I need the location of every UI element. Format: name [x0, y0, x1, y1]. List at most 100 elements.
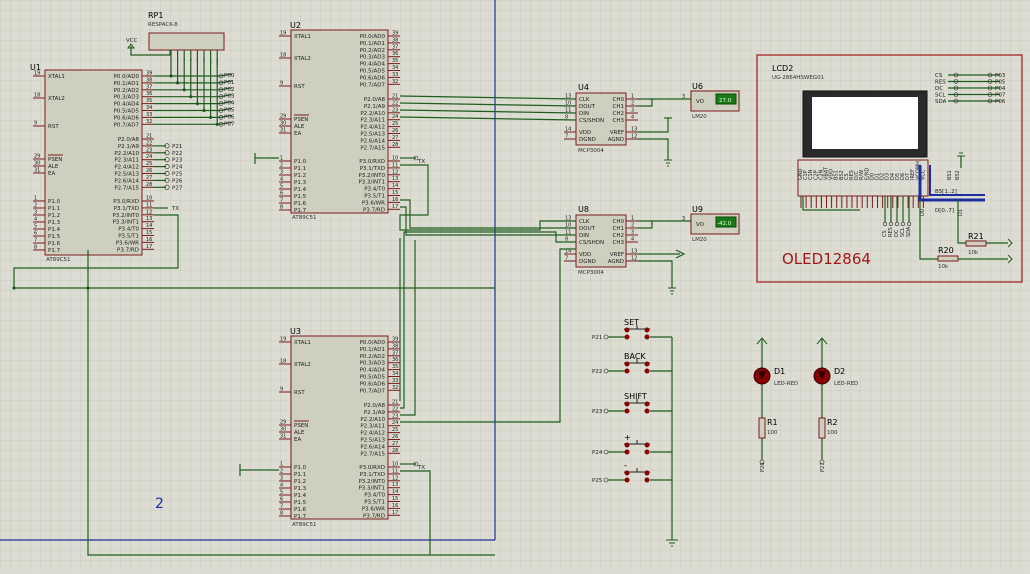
u9-ref: U9: [692, 205, 703, 214]
u1-pin-name: P1.1: [48, 206, 60, 212]
lcd-pin-name: VCC: [920, 169, 926, 180]
u3-pin-name: EA: [294, 437, 301, 443]
u2-pin-name: EA: [294, 131, 301, 137]
button-contact: [624, 368, 630, 374]
u3-pin-num: 14: [392, 489, 398, 495]
u1-pin-num: 13: [146, 216, 152, 222]
u2-pin-num: 16: [392, 197, 398, 203]
adc-pin-name: VDD: [579, 130, 591, 136]
u6-sensor[interactable]: U6 VO 27.0 LM20 3: [682, 82, 740, 120]
u1-pin-name: P1.6: [48, 241, 61, 247]
u3-pin-name: P1.4: [294, 493, 307, 499]
p2-net-label: P23: [172, 158, 183, 164]
net-terminal: [218, 101, 224, 106]
u3-ref: U3: [290, 327, 301, 336]
u3-pin-num: 27: [392, 441, 398, 447]
u2-mcu[interactable]: U2 19XTAL118XTAL29RST29PSEN30ALE31EA1P1.…: [279, 21, 425, 221]
adc-pin-num: 8: [565, 237, 568, 243]
u1-pin-num: 34: [146, 105, 152, 111]
p0-stub: [219, 73, 233, 77]
wire: [802, 196, 860, 211]
u1-pin-name: RST: [48, 124, 59, 130]
u2-pin-name: P3.6/WR: [362, 200, 385, 206]
button-contact: [644, 327, 650, 333]
u8-adc[interactable]: U8 13CLK10DOUT11DIN8CS/SHDN14VDD7DGND1CH…: [564, 205, 638, 276]
lcd-pin-name: D1: [875, 173, 881, 180]
led-ref: D1: [774, 367, 785, 376]
button-net-label: P22: [592, 369, 602, 375]
button-4[interactable]: P24+: [592, 433, 672, 456]
button-contact: [644, 477, 650, 483]
wire: [400, 199, 576, 229]
u3-pin-num: 5: [280, 490, 283, 496]
button-contact: [644, 442, 650, 448]
u1-pin-num: 27: [146, 175, 152, 181]
rp1-body: [148, 32, 225, 51]
u2-pin-num: 32: [392, 79, 398, 85]
u1-pin-name: P0.2/AD2: [114, 88, 139, 94]
u1-pin-num: 3: [34, 210, 37, 216]
p2-net-label: P24: [172, 165, 183, 171]
u3-pin-num: 19: [280, 337, 286, 343]
u3-pin-num: 33: [392, 378, 398, 384]
bus-label: D[0..7]: [935, 208, 954, 214]
u2-pin-name: P0.0/AD0: [360, 34, 386, 40]
u3-pin-name: P1.6: [294, 507, 307, 513]
wire: [638, 260, 673, 288]
u3-pin-num: 3: [280, 476, 283, 482]
lcd-pin-name: C1N: [808, 169, 814, 180]
u3-pin-num: 28: [392, 448, 398, 454]
u3-pin-num: 11: [392, 468, 398, 474]
p0-stub: [219, 94, 233, 98]
u1-pin-num: 28: [146, 182, 152, 188]
u3-pin-num: 6: [280, 497, 283, 503]
u1-pin-name: EA: [48, 171, 55, 177]
button-contact: [624, 408, 630, 414]
u3-mcu[interactable]: U3 19XTAL118XTAL29RST29PSEN30ALE31EA1P1.…: [279, 327, 425, 528]
u4-adc[interactable]: U4 13CLK10DOUT11DIN8CS/SHDN14VDD7DGND1CH…: [564, 83, 638, 154]
p0-stub: [219, 87, 233, 91]
adc-pin-name: VREF: [610, 130, 624, 136]
u1-pin-name: P3.3/INT1: [112, 220, 139, 226]
bus-label: BS[1..2]: [935, 189, 957, 195]
u3-pin-name: P2.1/A9: [364, 410, 386, 416]
button-5[interactable]: P25-: [592, 461, 672, 484]
u1-pin-num: 25: [146, 161, 152, 167]
adc-pin-num: 11: [565, 108, 571, 114]
wire: [87, 250, 495, 556]
u1-mcu[interactable]: U1 19XTAL118XTAL29RST29PSEN30ALE31EA1P1.…: [30, 63, 154, 263]
u1-pin-name: P1.4: [48, 227, 61, 233]
u1-pin-name: P3.7/RD: [117, 247, 139, 253]
lcd-signal-label: CS: [935, 73, 943, 79]
net-terminal: [164, 143, 170, 149]
lcd-pin-name: D/C: [854, 170, 860, 180]
u1-pin-name: PSEN: [48, 157, 62, 163]
adc-pin-num: 7: [565, 256, 568, 262]
lcd-pin-name: C1P: [803, 170, 809, 180]
u2-pin-name: P1.2: [294, 173, 306, 179]
u1-tx-label: TX: [171, 206, 179, 212]
net-terminal: [218, 73, 224, 79]
resistor-body: [758, 417, 766, 439]
u3-pin-name: P1.7: [294, 514, 307, 520]
button-contact: [624, 361, 630, 367]
u3-pin-num: 4: [280, 483, 283, 489]
lcd-pin-name: VCOMH: [915, 161, 921, 180]
u2-pin-name: P1.5: [294, 194, 307, 200]
button-label: SET: [624, 318, 639, 327]
button-contact: [624, 334, 630, 340]
u1-part: AT89C51: [46, 257, 71, 263]
u3-pin-name: P2.6/A14: [360, 444, 385, 450]
adc-pin-num: 14: [565, 249, 571, 255]
u9-sensor[interactable]: U9 VO -42.0 LM20 3: [682, 205, 740, 243]
u3-pin-num: 10: [392, 462, 398, 468]
